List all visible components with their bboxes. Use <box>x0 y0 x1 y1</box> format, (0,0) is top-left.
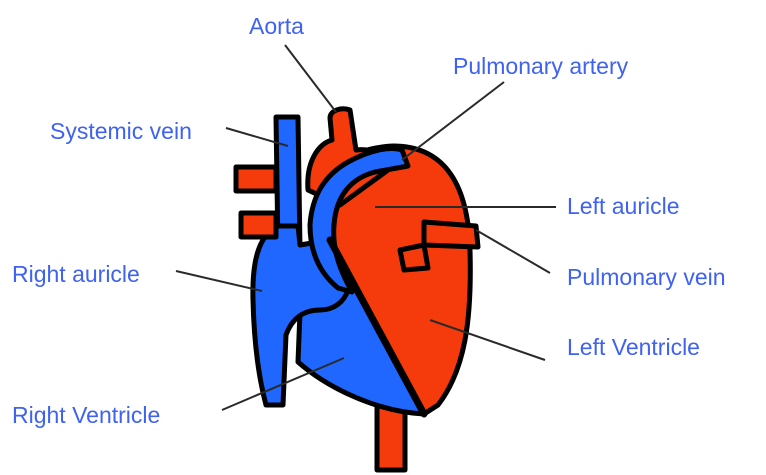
pulmonary-vein-label: Pulmonary vein <box>567 264 726 290</box>
leader-pulmonary-artery <box>402 82 504 160</box>
left-ventricle-label: Left Ventricle <box>567 334 700 360</box>
lower-side-vessel <box>241 213 276 237</box>
systemic-vein-label: Systemic vein <box>50 118 192 144</box>
leader-pulmonary-vein <box>476 230 550 273</box>
right-auricle-label: Right auricle <box>12 261 140 287</box>
aorta-label: Aorta <box>249 13 304 39</box>
leader-aorta <box>285 45 336 112</box>
left-auricle-label: Left auricle <box>567 193 680 219</box>
pulmonary-vein-vessel <box>424 222 478 247</box>
pulmonary-vein-lower <box>400 245 428 270</box>
upper-side-vessel <box>236 167 276 191</box>
pulmonary-artery-label: Pulmonary artery <box>453 53 628 79</box>
leader-right-auricle <box>176 271 262 291</box>
right-ventricle-label: Right Ventricle <box>12 402 160 428</box>
